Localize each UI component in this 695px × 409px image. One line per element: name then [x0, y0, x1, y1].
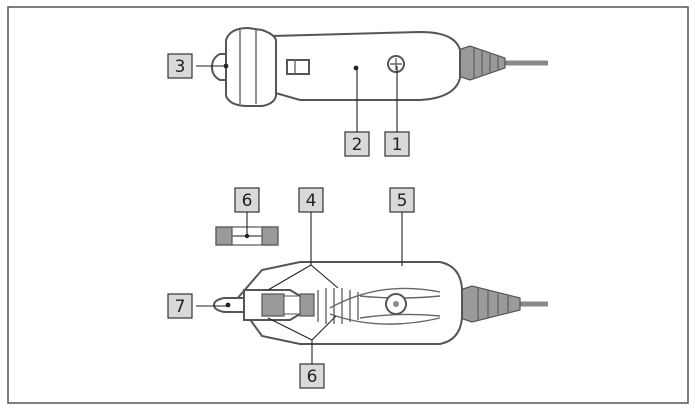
callout-4: 4 — [298, 187, 324, 213]
callout-5-label: 5 — [397, 191, 408, 211]
callout-7-label: 7 — [175, 297, 186, 317]
section-spring — [317, 288, 359, 324]
callout-4-label: 4 — [306, 191, 317, 211]
top-plug-body — [271, 30, 461, 101]
top-strain-ribs — [473, 48, 499, 78]
callout-6-top: 6 — [234, 187, 260, 213]
plug-top-view — [210, 26, 548, 107]
leader-4 — [267, 212, 339, 291]
callout-7: 7 — [167, 293, 193, 319]
section-fuse — [261, 293, 285, 317]
leader-6-bottom — [267, 315, 337, 364]
callout-3-label: 3 — [175, 57, 186, 77]
top-body-dot — [353, 65, 359, 71]
callout-2-label: 2 — [352, 135, 363, 155]
top-spring-clip — [286, 59, 310, 75]
callout-6-bottom-label: 6 — [307, 367, 318, 387]
callout-6-top-label: 6 — [242, 191, 253, 211]
top-front-tip — [210, 53, 227, 81]
section-wires — [329, 287, 441, 325]
callout-2: 2 — [344, 131, 370, 157]
top-tip-cap — [225, 26, 277, 107]
callout-5: 5 — [389, 187, 415, 213]
callout-6-bottom: 6 — [299, 363, 325, 389]
callout-3: 3 — [167, 53, 193, 79]
plug-section-view — [212, 261, 548, 345]
callout-1-label: 1 — [392, 135, 403, 155]
callout-1: 1 — [384, 131, 410, 157]
